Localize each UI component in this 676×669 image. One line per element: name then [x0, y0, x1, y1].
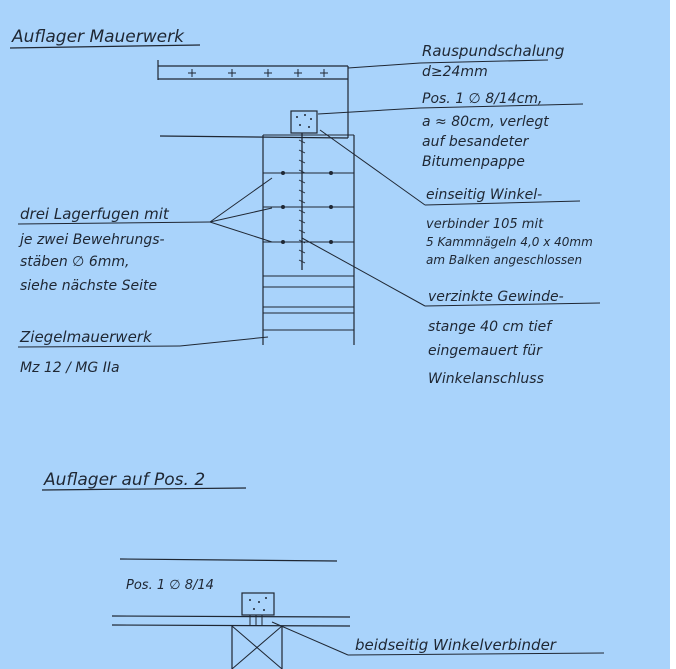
- svg-text:Bitumenpappe: Bitumenpappe: [422, 154, 525, 170]
- svg-text:am Balken angeschlossen: am Balken angeschlossen: [426, 253, 582, 267]
- svg-text:drei Lagerfugen mit: drei Lagerfugen mit: [20, 205, 170, 223]
- leader-lines: [17, 59, 601, 348]
- svg-text:eingemauert für: eingemauert für: [428, 343, 543, 359]
- svg-text:verzinkte Gewinde-: verzinkte Gewinde-: [428, 289, 564, 305]
- lower-beam-dots: [249, 597, 267, 611]
- svg-text:a ≈ 80cm, verlegt: a ≈ 80cm, verlegt: [422, 114, 549, 130]
- leader-beidseitig: [271, 621, 349, 656]
- svg-text:Ziegelmauerwerk: Ziegelmauerwerk: [19, 328, 153, 346]
- svg-text:stange 40 cm tief: stange 40 cm tief: [428, 319, 553, 335]
- label-pos1: Pos. 1 ∅ 8/14cm, a ≈ 80cm, verlegt auf b…: [422, 91, 549, 170]
- beam-section-dots: [296, 114, 312, 128]
- brick-wall: [262, 134, 355, 345]
- svg-text:je zwei Bewehrungs-: je zwei Bewehrungs-: [18, 232, 165, 248]
- svg-text:Rauspundschalung: Rauspundschalung: [422, 42, 564, 60]
- svg-text:...: ...: [360, 661, 373, 669]
- boarding-layer: [157, 60, 349, 138]
- beam-cross-section: [290, 110, 318, 134]
- lower-beam-top: [119, 558, 338, 562]
- title-underline-2: [41, 487, 247, 491]
- svg-text:5 Kammnägeln 4,0 x 40mm: 5 Kammnägeln 4,0 x 40mm: [426, 235, 593, 249]
- leader-beidseitig-underline: [347, 652, 605, 656]
- label-lagerfugen: drei Lagerfugen mit je zwei Bewehrungs- …: [18, 205, 170, 294]
- title-underline-1: [9, 44, 201, 49]
- label-winkel: einseitig Winkel- verbinder 105 mit 5 Ka…: [426, 187, 593, 267]
- label-pos1-lower: Pos. 1 ∅ 8/14: [126, 578, 214, 593]
- label-mauerwerk: Ziegelmauerwerk Mz 12 / MG IIa: [19, 328, 153, 376]
- label-gewindestange: verzinkte Gewinde- stange 40 cm tief ein…: [428, 289, 564, 387]
- svg-text:siehe nächste Seite: siehe nächste Seite: [20, 278, 157, 294]
- svg-text:beidseitig Winkelverbinder: beidseitig Winkelverbinder: [355, 636, 557, 654]
- svg-text:d≥24mm: d≥24mm: [422, 64, 488, 80]
- label-beidseitig: beidseitig Winkelverbinder ...: [355, 636, 557, 669]
- lower-support: [111, 615, 351, 669]
- lower-beam-cross-section: [241, 592, 275, 616]
- svg-text:verbinder 105 mit: verbinder 105 mit: [426, 217, 544, 232]
- svg-text:Mz 12 / MG IIa: Mz 12 / MG IIa: [20, 360, 120, 376]
- threaded-rod: [298, 133, 306, 270]
- svg-text:einseitig Winkel-: einseitig Winkel-: [426, 187, 542, 203]
- svg-text:Pos. 1 ∅ 8/14cm,: Pos. 1 ∅ 8/14cm,: [422, 91, 542, 107]
- svg-text:stäben ∅ 6mm,: stäben ∅ 6mm,: [20, 254, 129, 270]
- beam-bottom-line: [159, 135, 349, 139]
- reinforcement-bars: [281, 171, 333, 244]
- svg-text:Winkelanschluss: Winkelanschluss: [428, 371, 544, 387]
- section-title-1: Auflager Mauerwerk: [11, 27, 185, 47]
- label-schalung: Rauspundschalung d≥24mm: [422, 42, 564, 80]
- svg-text:auf besandeter: auf besandeter: [422, 134, 530, 150]
- section-title-2: Auflager auf Pos. 2: [43, 470, 205, 490]
